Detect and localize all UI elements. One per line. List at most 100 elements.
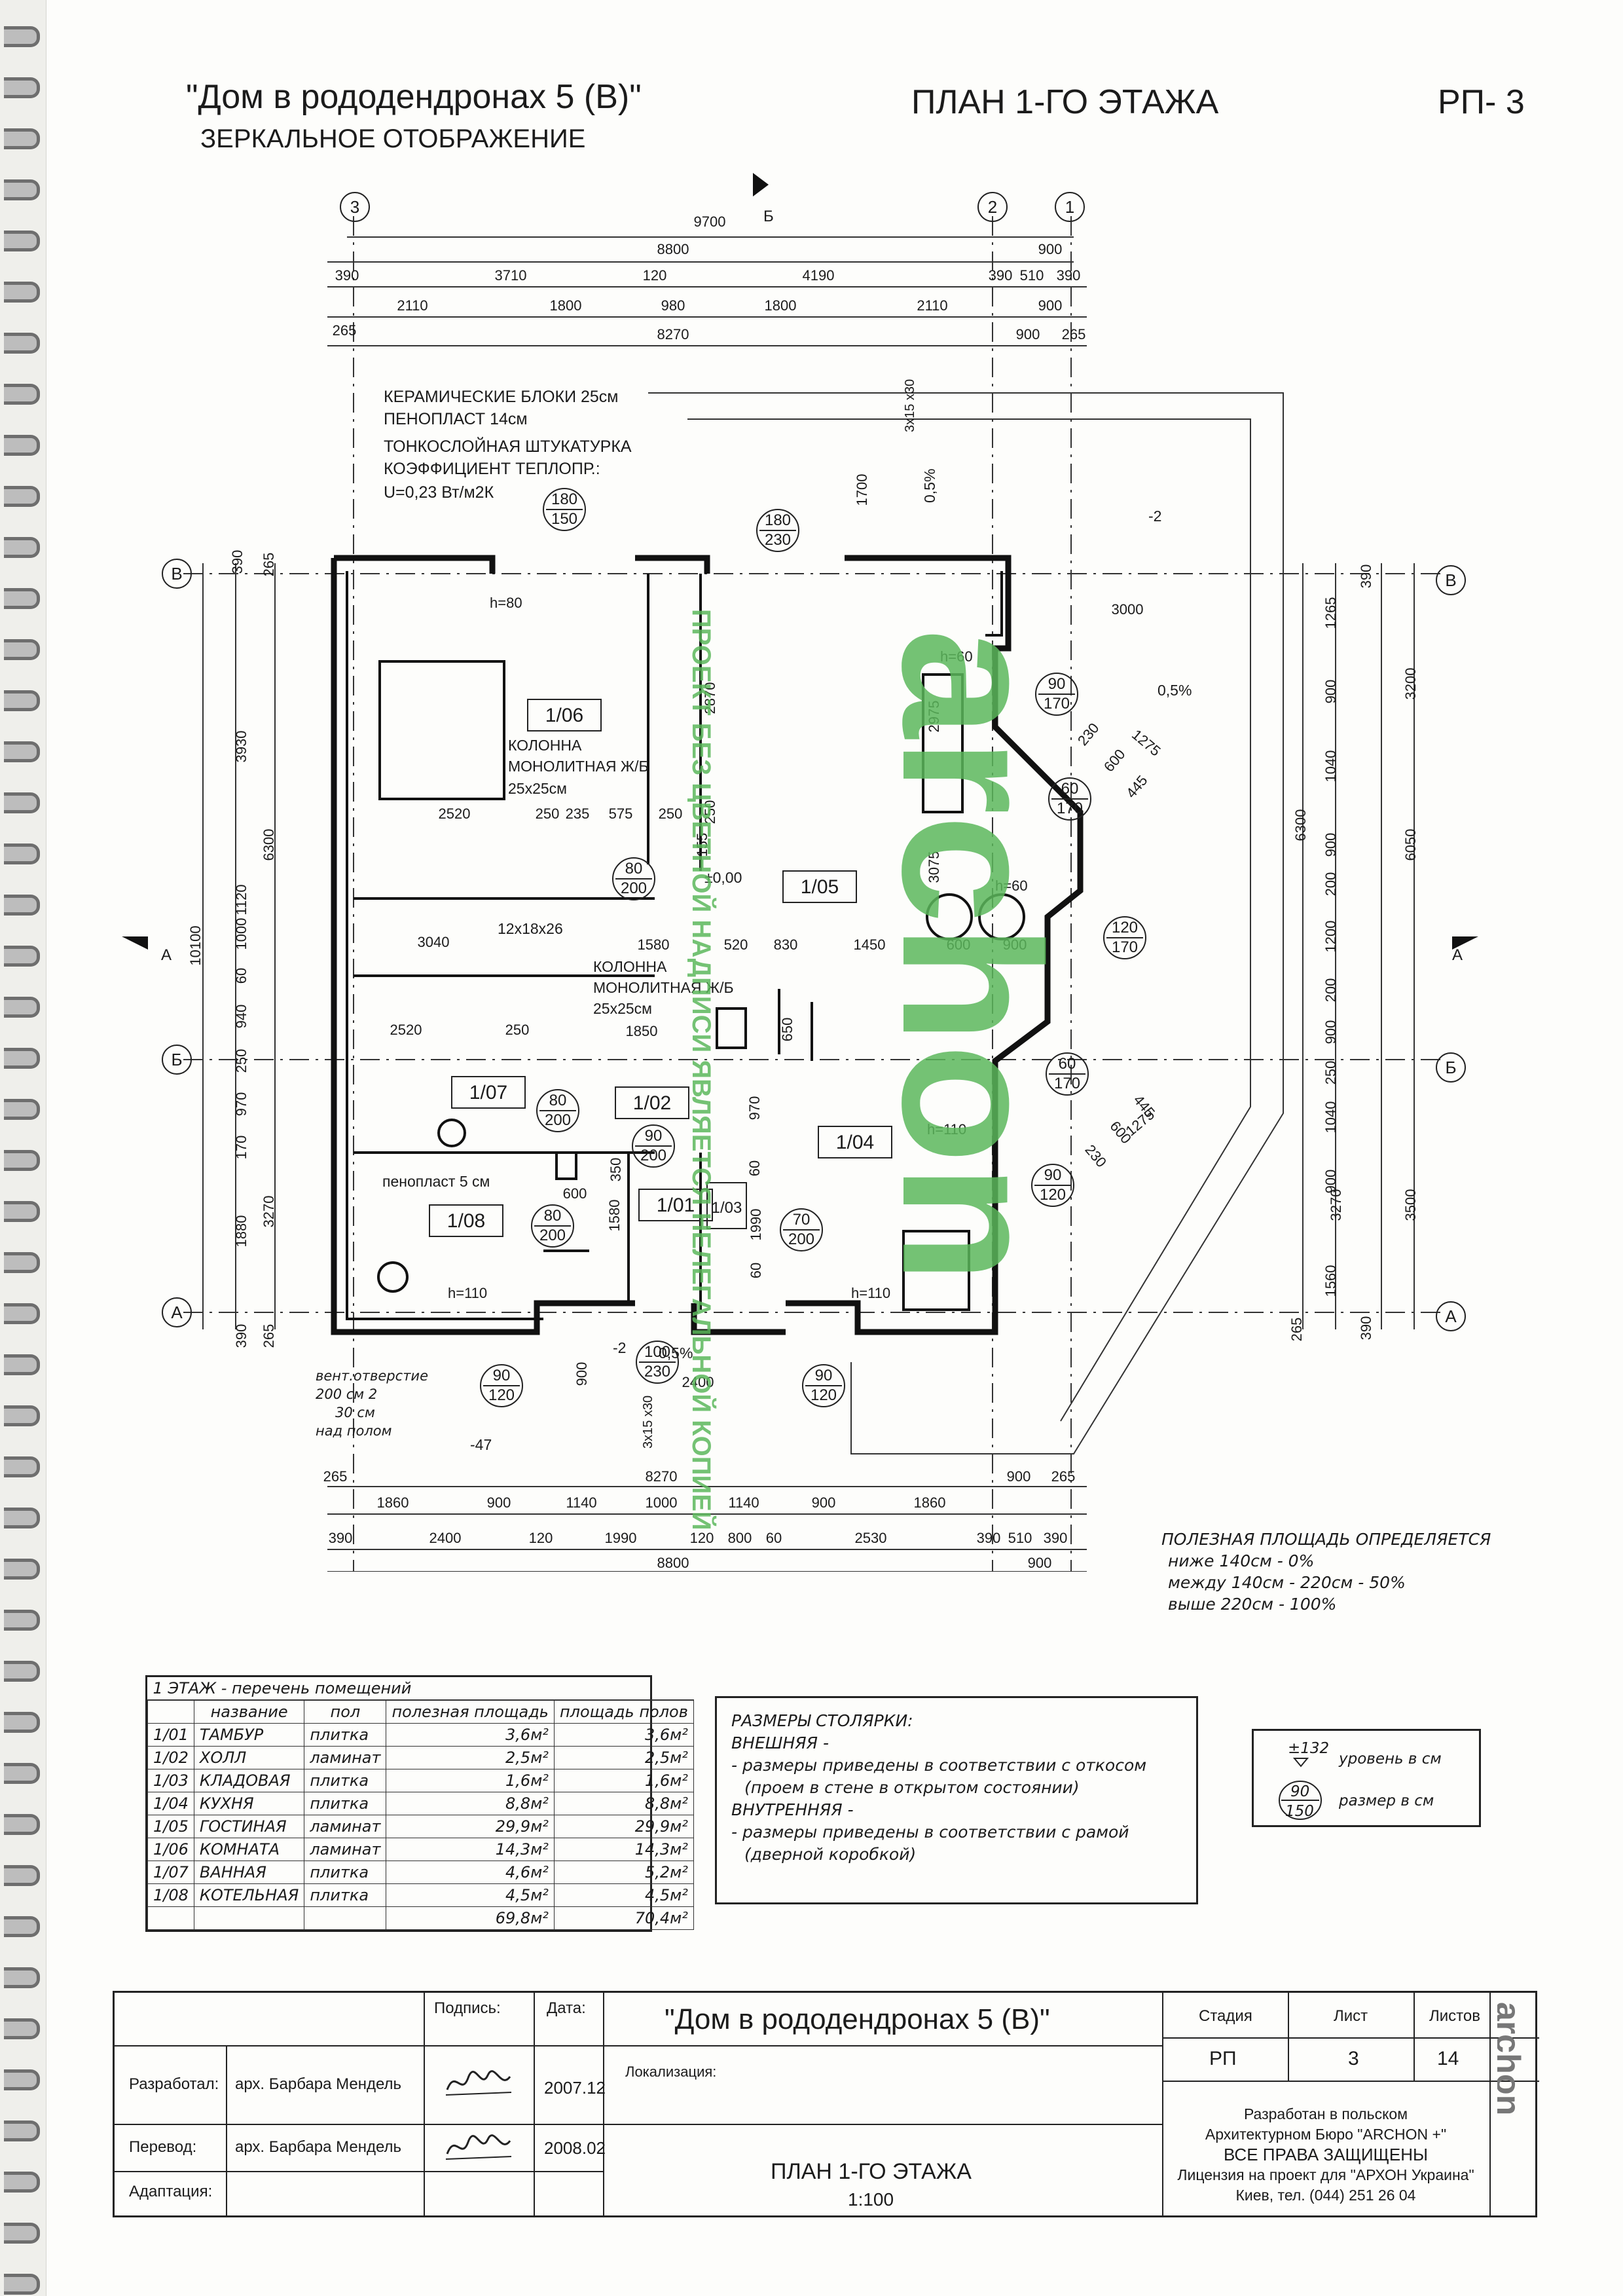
binding-ring: [4, 946, 40, 967]
table-cell: КОТЕЛЬНАЯ: [193, 1883, 305, 1907]
wall-note-line: ТОНКОСЛОЙНАЯ ШТУКАТУРКА: [384, 436, 632, 456]
binding-ring: [4, 179, 40, 200]
svg-text:80: 80: [544, 1207, 562, 1225]
dim-bottom-r3: 390: [329, 1530, 353, 1546]
column-note-line: МОНОЛИТНАЯ Ж/Б: [593, 979, 734, 996]
joinery-line: РАЗМЕРЫ СТОЛЯРКИ:: [731, 1711, 913, 1730]
inner-dim: 2870: [702, 682, 718, 714]
dim-right-inner: 265: [1288, 1318, 1305, 1342]
inner-dim: 1850: [626, 1023, 658, 1039]
stage-label: Стадия: [1199, 2007, 1252, 2025]
binding-ring: [4, 2018, 40, 2039]
table-cell: 14,3м²: [386, 1838, 555, 1861]
dim-right-inner: 900: [1322, 1020, 1339, 1045]
dim-bottom-r2: 1860: [377, 1494, 409, 1511]
height-label: h=60: [995, 878, 1028, 894]
inner-dim: 250: [505, 1022, 530, 1038]
axis-b-right: Б: [1445, 1058, 1456, 1077]
wall-note-line: U=0,23 Вт/м2К: [384, 483, 494, 502]
rooms-table-caption: 1 ЭТАЖ - перечень помещений: [147, 1677, 694, 1701]
dim-right-inner: 1040: [1322, 750, 1339, 783]
inner-dim: 1990: [748, 1209, 764, 1241]
inner-dim: 1450: [854, 936, 886, 953]
dim-top-r4: 1800: [550, 297, 582, 314]
legend-size-bottom: 150: [1285, 1803, 1314, 1820]
svg-text:180: 180: [551, 491, 577, 508]
table-cell: плитка: [304, 1792, 387, 1815]
table-cell: 1/01: [147, 1723, 194, 1747]
binding-ring: [4, 537, 40, 558]
svg-text:80: 80: [549, 1092, 567, 1109]
table-cell: плитка: [304, 1861, 387, 1884]
insulation-note: пенопласт 5 см: [382, 1173, 490, 1190]
sheet-code: РП- 3: [1438, 83, 1525, 121]
inner-dim: 230: [1082, 1141, 1110, 1170]
sign-label: Подпись:: [434, 1999, 501, 2017]
dim-right-inner: 1560: [1322, 1265, 1339, 1297]
slope-label: 0,5%: [921, 469, 938, 503]
binding-ring: [4, 997, 40, 1018]
dim-right-inner: 900: [1322, 680, 1339, 704]
binding-ring: [4, 282, 40, 303]
dim-bottom-r2: 900: [487, 1494, 511, 1511]
svg-text:150: 150: [551, 510, 577, 528]
svg-text:120: 120: [488, 1386, 515, 1404]
binding-ring: [4, 1201, 40, 1222]
inner-dim: 250: [659, 805, 683, 822]
binding-ring: [4, 1252, 40, 1273]
svg-text:170: 170: [1044, 695, 1070, 713]
slope-label: 0,5%: [1158, 682, 1192, 699]
height-label: h=110: [927, 1121, 966, 1138]
binding-ring: [4, 486, 40, 507]
date-label: Дата:: [547, 1999, 586, 2017]
dim-left-inner: 390: [233, 1324, 249, 1348]
table-cell: ХОЛЛ: [193, 1746, 305, 1769]
localization-label: Локализация:: [625, 2064, 717, 2080]
dim-right-inner: 390: [1358, 565, 1374, 589]
dim-right-mid: 6300: [1292, 809, 1309, 842]
dim-right-outer: 3500: [1402, 1189, 1419, 1221]
dim-bottom-r3: 510: [1008, 1530, 1032, 1546]
dim-left-inner: 60: [233, 968, 249, 984]
dim-top-r5: 265: [333, 322, 357, 339]
axis-v-left: В: [171, 564, 182, 583]
wall-note-line: ПЕНОПЛАСТ 14см: [384, 410, 528, 428]
inner-dim: 2400: [682, 1374, 714, 1390]
binding-ring: [4, 792, 40, 813]
dim-top-r4: 900: [1038, 297, 1063, 314]
svg-text:90: 90: [1048, 675, 1066, 693]
vent-note-line: вент.отверстие: [316, 1368, 428, 1384]
dim-top-r5: 900: [1016, 326, 1040, 343]
table-cell: 3,6м²: [553, 1723, 694, 1747]
table-cell: ГОСТИНАЯ: [193, 1815, 305, 1838]
axis-a-left: А: [171, 1303, 183, 1322]
drawing-scale: 1:100: [848, 2189, 894, 2210]
vent-note-line: над полом: [316, 1423, 392, 1439]
inner-dim: 1275: [1129, 726, 1164, 760]
legend-level-label: уровень в см: [1339, 1750, 1442, 1768]
sheets-value: 14: [1437, 2048, 1459, 2069]
translated-date: 2008.02: [544, 2138, 606, 2158]
legend: ±132 уровень в см 90 150 размер в см: [1252, 1729, 1481, 1827]
svg-text:170: 170: [1057, 800, 1083, 817]
table-cell: 29,9м²: [386, 1815, 555, 1838]
table-cell: ламинат: [304, 1815, 387, 1838]
translated-by: арх. Барбара Мендель: [235, 2138, 402, 2156]
binding-ring: [4, 1405, 40, 1426]
area-note-line: между 140см - 220см - 50%: [1168, 1573, 1406, 1592]
dim-top-r3: 390: [989, 267, 1013, 284]
table-cell: КЛАДОВАЯ: [193, 1769, 305, 1792]
dim-bottom-r3: 390: [1044, 1530, 1068, 1546]
table-cell: 8,8м²: [553, 1792, 694, 1815]
table-cell: плитка: [304, 1769, 387, 1792]
legend-size-top: 90: [1290, 1783, 1310, 1800]
height-label: h=80: [490, 595, 522, 611]
developed-date: 2007.12: [544, 2078, 606, 2098]
dim-left-inner: 940: [233, 1005, 249, 1029]
